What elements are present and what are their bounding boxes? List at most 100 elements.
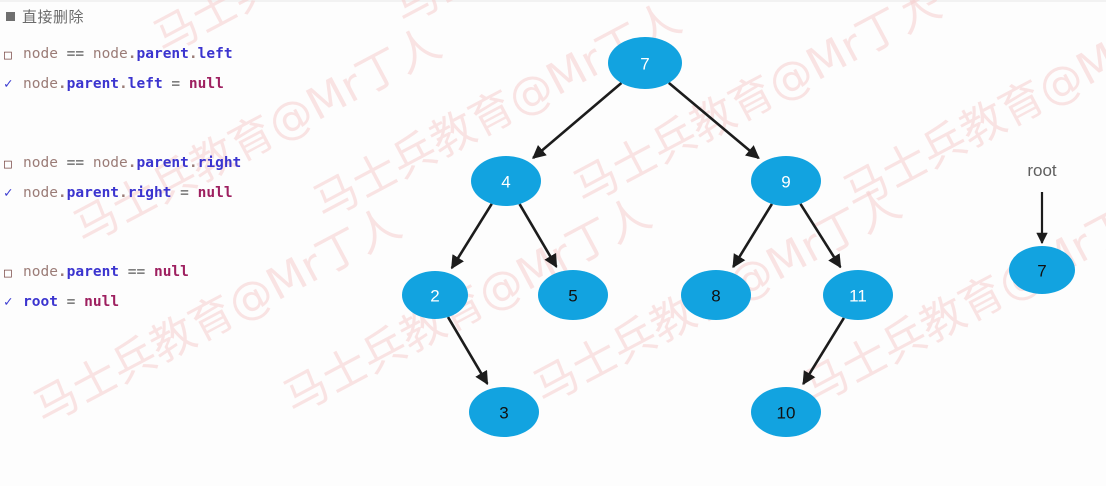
node-label: 11	[849, 287, 867, 306]
code-token: parent	[136, 46, 189, 62]
tree-node[interactable]: 9	[751, 156, 821, 206]
code-token: null	[153, 264, 189, 280]
node-label: 2	[430, 287, 439, 306]
code-text: node == node.parent.left	[23, 46, 233, 62]
code-block-root: □ node.parent == null ✓ root = null	[4, 264, 189, 324]
page-title: 直接删除	[22, 8, 85, 26]
code-token: root	[23, 294, 58, 310]
node-ellipse	[471, 156, 541, 206]
node-label: 8	[711, 287, 720, 306]
condition-line: □ node.parent == null	[4, 264, 189, 294]
code-token: node	[23, 46, 58, 62]
action-line: ✓node.parent.left = null	[4, 76, 233, 106]
node-ellipse	[751, 387, 821, 437]
root-label: root	[1027, 161, 1057, 180]
code-token: .	[188, 155, 198, 171]
node-ellipse	[608, 37, 682, 89]
root-pointer-group: root 7	[1009, 161, 1075, 294]
code-token: right	[197, 155, 242, 171]
condition-line: □ node == node.parent.left	[4, 46, 233, 76]
tree-node[interactable]: 11	[823, 270, 893, 320]
code-token: node	[23, 155, 58, 171]
tree-edges	[446, 81, 846, 386]
tree-edge	[799, 203, 842, 269]
tree-node[interactable]: 10	[751, 387, 821, 437]
tree-node[interactable]: 5	[538, 270, 608, 320]
code-token: .	[57, 264, 67, 280]
node-label: 10	[777, 404, 796, 423]
code-text: root = null	[23, 294, 119, 310]
code-token: .	[119, 185, 128, 201]
action-line: ✓ node.parent.right = null	[4, 185, 241, 215]
node-ellipse	[538, 270, 608, 320]
code-token: =	[162, 76, 189, 92]
node-label: 7	[640, 55, 649, 74]
code-token: =	[57, 294, 85, 310]
code-token: .	[57, 185, 67, 201]
code-text: node == node.parent.right	[23, 155, 241, 171]
node-label: 5	[568, 287, 577, 306]
tree-node[interactable]: 7	[608, 37, 682, 89]
code-token: parent	[66, 185, 120, 201]
node-label: 3	[499, 404, 508, 423]
code-token: node	[23, 185, 58, 201]
tree-edge	[446, 316, 489, 385]
node-ellipse	[1009, 246, 1075, 294]
tree-edge	[518, 203, 558, 268]
root-node[interactable]: 7	[1009, 246, 1075, 294]
checkbox-empty-icon: □	[4, 266, 12, 281]
code-token: ==	[57, 155, 93, 171]
tree-edge	[450, 203, 493, 270]
explanation-panel: 直接删除 □node == node.parent.left✓node.pare…	[0, 0, 352, 486]
code-token: =	[171, 185, 198, 201]
code-token: .	[127, 46, 137, 62]
code-token: node	[23, 76, 58, 92]
checkbox-empty-icon: □	[4, 48, 12, 63]
node-ellipse	[751, 156, 821, 206]
check-mark-icon: ✓	[4, 76, 13, 92]
code-token: .	[127, 155, 137, 171]
condition-line: □node == node.parent.right	[4, 155, 241, 185]
check-mark-icon: ✓	[4, 294, 13, 310]
code-token: ==	[119, 264, 154, 280]
code-token: left	[127, 76, 163, 92]
code-text: node.parent == null	[23, 264, 189, 280]
code-token: parent	[136, 155, 189, 171]
tree-node[interactable]: 8	[681, 270, 751, 320]
tree-edge	[532, 82, 623, 159]
code-token: null	[188, 76, 224, 92]
code-token: .	[188, 46, 198, 62]
node-label: 7	[1037, 262, 1046, 281]
tree-node[interactable]: 2	[402, 271, 468, 319]
node-label: 9	[781, 173, 790, 192]
code-block-left-child: □node == node.parent.left✓node.parent.le…	[4, 46, 233, 106]
tree-edge	[802, 317, 846, 386]
code-text: node.parent.left = null	[23, 76, 224, 92]
code-token: ==	[57, 46, 93, 62]
node-label: 4	[501, 173, 510, 192]
node-ellipse	[823, 270, 893, 320]
code-token: node	[23, 264, 58, 280]
tree-node[interactable]: 3	[469, 387, 539, 437]
code-token: parent	[66, 264, 120, 280]
action-line: ✓ root = null	[4, 294, 189, 324]
tree-edge	[667, 81, 760, 160]
code-token: .	[119, 76, 128, 92]
tree-edge	[732, 203, 774, 269]
node-ellipse	[681, 270, 751, 320]
code-text: node.parent.right = null	[23, 185, 233, 201]
code-token: parent	[66, 76, 120, 92]
panel-header: 直接删除	[6, 6, 84, 27]
node-ellipse	[469, 387, 539, 437]
code-token: null	[197, 185, 233, 201]
code-token: .	[57, 76, 67, 92]
code-token: node	[92, 155, 128, 171]
code-block-right-child: □node == node.parent.right✓node.parent.r…	[4, 155, 241, 215]
code-token: left	[197, 46, 233, 62]
check-mark-icon: ✓	[4, 185, 13, 201]
checkbox-empty-icon: □	[4, 157, 12, 172]
tree-node[interactable]: 4	[471, 156, 541, 206]
tree-nodes: 7 4 9 2 5 8 11 3 10	[402, 37, 893, 437]
code-token: null	[84, 294, 120, 310]
